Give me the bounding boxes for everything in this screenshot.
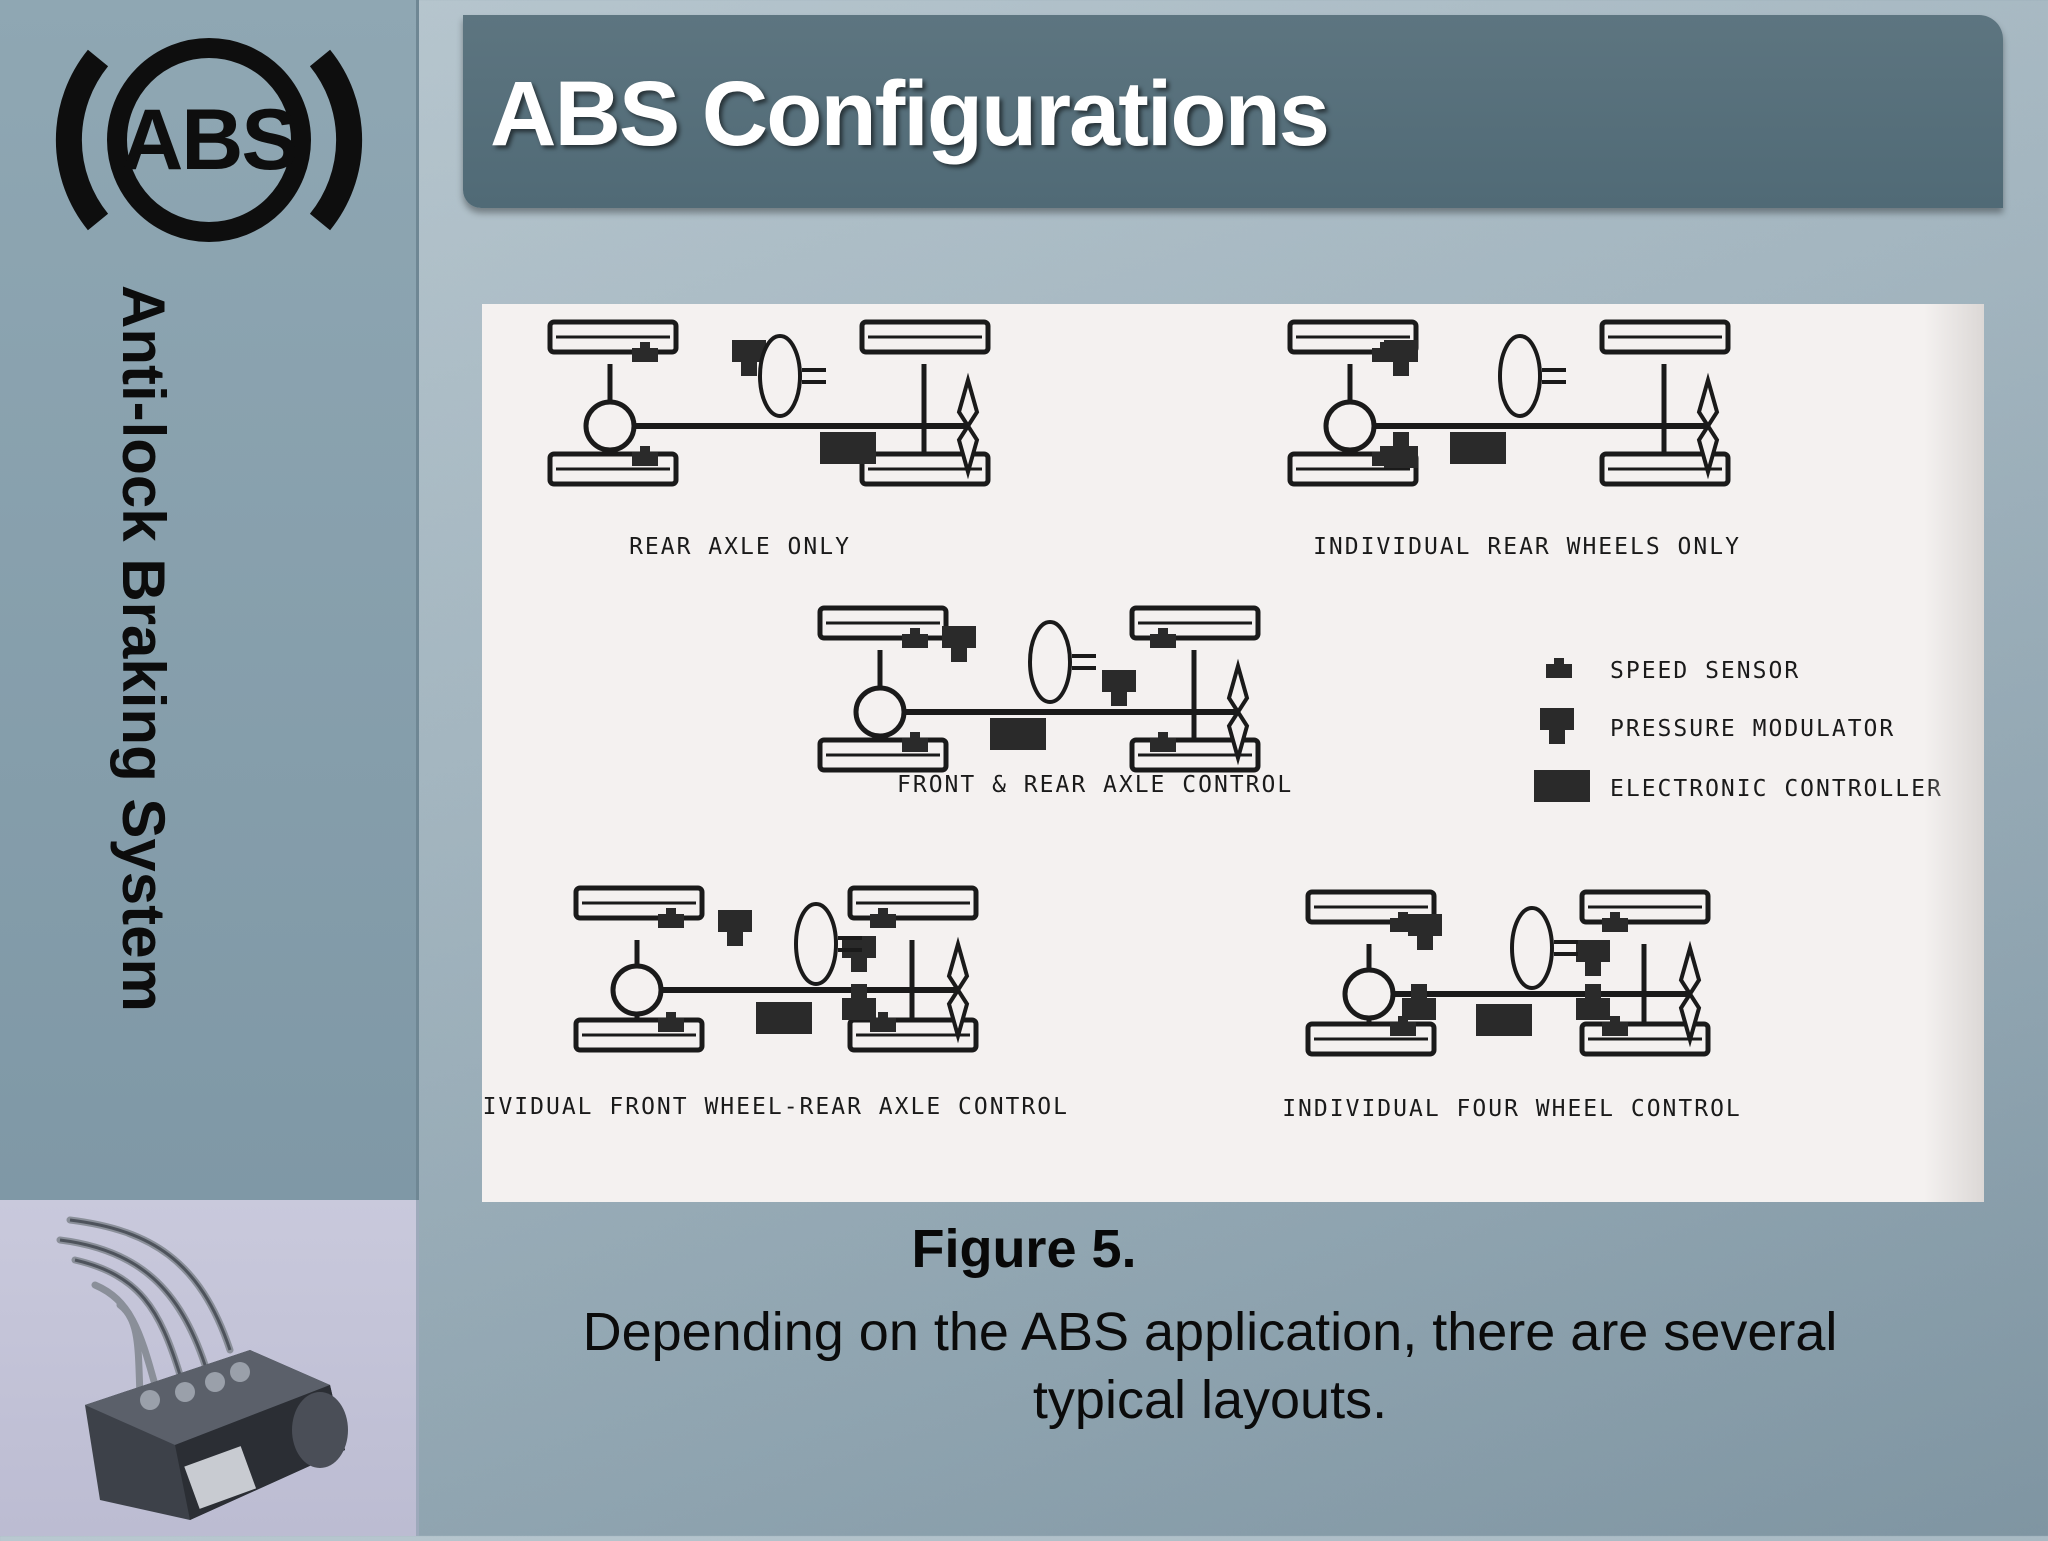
scan-edge-shading	[1924, 304, 1984, 1202]
legend-pressure-modulator: PRESSURE MODULATOR	[1610, 716, 1895, 742]
diagram-individual-front-wheel-rear-axle-control: INDIVIDUAL FRONT WHEEL-REAR AXLE CONTROL	[482, 888, 1069, 1120]
figure-caption-title: Figure 5.	[911, 1219, 1137, 1279]
abs-configurations-diagram: REAR AXLE ONLY INDIVIDUAL REAR WHEELS ON…	[482, 304, 1943, 1122]
diagram-rear-axle-only: REAR AXLE ONLY	[482, 304, 988, 560]
legend-speed-sensor: SPEED SENSOR	[1610, 658, 1800, 684]
label-individual-four-wheel-control: INDIVIDUAL FOUR WHEEL CONTROL	[1282, 1096, 1742, 1122]
legend: SPEED SENSOR PRESSURE MODULATOR ELECTRON…	[1534, 658, 1943, 802]
abs-warning-icon: ABS	[36, 18, 382, 262]
pressure-modulator-icon	[1540, 708, 1574, 744]
abs-hydraulic-unit-photo	[0, 1200, 419, 1536]
label-individual-rear-wheels-only: INDIVIDUAL REAR WHEELS ONLY	[1313, 534, 1741, 560]
figure-caption-body: Depending on the ABS application, there …	[582, 1302, 1838, 1430]
diagram-individual-four-wheel-control: INDIVIDUAL FOUR WHEEL CONTROL	[1282, 892, 1742, 1122]
vertical-title: Anti-lock Braking System	[110, 285, 177, 1012]
speed-sensor-icon	[1546, 658, 1572, 678]
sidebar: ABS Anti-lock Braking System	[0, 0, 419, 1200]
diagram-front-rear-axle-control: FRONT & REAR AXLE CONTROL	[820, 608, 1293, 798]
legend-electronic-controller: ELECTRONIC CONTROLLER	[1610, 776, 1943, 802]
electronic-controller-icon	[1534, 770, 1590, 802]
title-bar	[463, 15, 2003, 208]
figure-panel: REAR AXLE ONLY INDIVIDUAL REAR WHEELS ON…	[482, 304, 1984, 1202]
diagram-individual-rear-wheels-only: INDIVIDUAL REAR WHEELS ONLY	[1290, 322, 1741, 560]
page-title: ABS Configurations	[490, 63, 1330, 165]
label-individual-front-wheel-rear-axle-control: INDIVIDUAL FRONT WHEEL-REAR AXLE CONTROL	[482, 1094, 1069, 1120]
abs-logo-text: ABS	[121, 91, 299, 188]
label-rear-axle-only: REAR AXLE ONLY	[629, 534, 851, 560]
label-front-rear-axle-control: FRONT & REAR AXLE CONTROL	[897, 772, 1293, 798]
